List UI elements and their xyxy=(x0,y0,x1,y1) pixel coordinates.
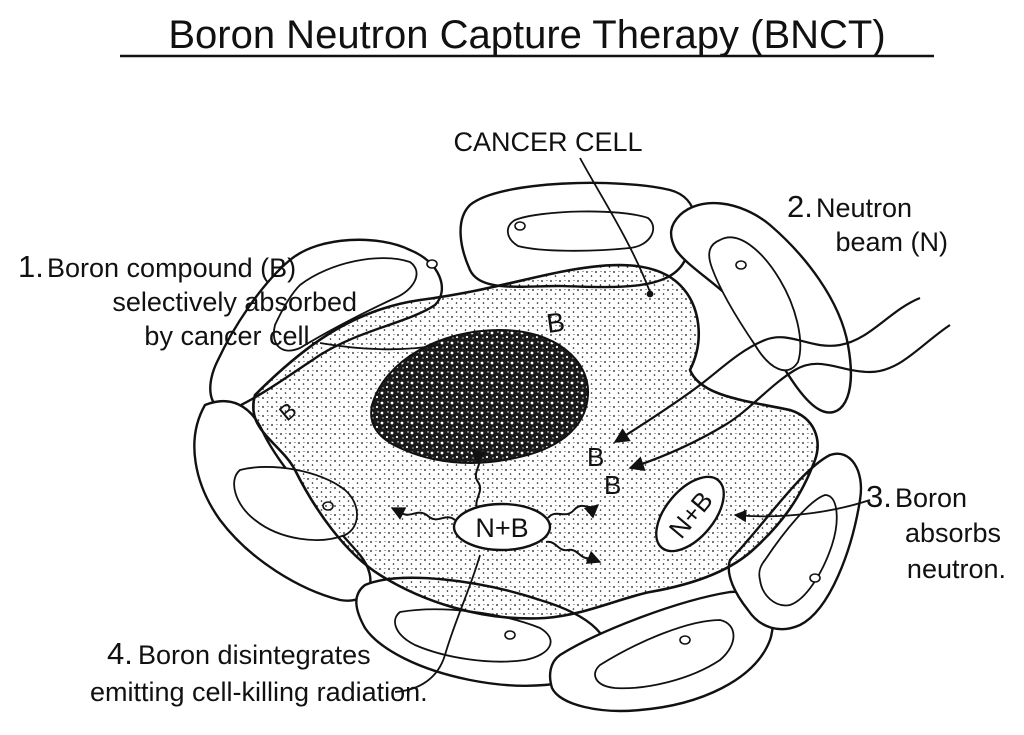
normal-cell-bottom-nucleus xyxy=(504,630,516,640)
leader-cancer-cell xyxy=(579,157,651,293)
normal-cell-upper-right-nucleus xyxy=(735,260,747,270)
step3-label: 3. Boron absorbs neutron. xyxy=(866,479,1006,584)
step3-line1: Boron xyxy=(895,483,967,513)
cancer-cell-nucleus xyxy=(370,328,590,464)
step1-line3: by cancer cell. xyxy=(144,321,317,351)
step1-number: 1. xyxy=(18,249,44,284)
radiation-up xyxy=(470,449,487,511)
step1-label: 1. Boron compound (B) selectively absorb… xyxy=(18,249,357,351)
step2-line1: Neutron xyxy=(816,193,912,223)
normal-cell-top-left-nucleus xyxy=(426,259,438,269)
radiation-left xyxy=(390,507,456,521)
step3-line2: absorbs xyxy=(905,518,1001,548)
step4-label: 4. Boron disintegrates emitting cell-kil… xyxy=(90,636,428,707)
capture-event-left: N+B xyxy=(452,502,552,552)
normal-cell-bottom-right-inner xyxy=(594,619,735,690)
step4-number: 4. xyxy=(107,636,133,671)
step4-line2: emitting cell-killing radiation. xyxy=(90,677,428,707)
normal-cell-top-nucleus xyxy=(514,221,526,231)
radiation-right xyxy=(547,504,600,519)
normal-cell-top-inner xyxy=(506,210,654,252)
radiation-down-right xyxy=(545,540,602,564)
boron-marker-3: B xyxy=(587,442,604,472)
leader-step4 xyxy=(394,554,481,693)
cancer-cell-label: CANCER CELL xyxy=(453,127,642,157)
neutron-beam xyxy=(613,296,951,472)
boron-marker-4: B xyxy=(604,470,621,500)
radiation-arrows xyxy=(390,449,602,564)
leader-step3 xyxy=(733,499,871,523)
leader-step1 xyxy=(319,342,441,351)
step3-number: 3. xyxy=(866,479,892,514)
normal-cell-bottom-right-nucleus xyxy=(679,635,691,645)
step2-line2: beam (N) xyxy=(835,227,948,257)
step1-line1: Boron compound (B) xyxy=(47,253,296,283)
step2-label: 2. Neutron beam (N) xyxy=(787,189,948,257)
boron-marker-1: B xyxy=(545,307,567,339)
capture-label-left: N+B xyxy=(475,513,528,543)
neutron-beam-line-2 xyxy=(628,324,951,472)
step1-line2: selectively absorbed xyxy=(112,287,357,317)
neutron-beam-line-1 xyxy=(613,296,921,443)
diagram-title: Boron Neutron Capture Therapy (BNCT) xyxy=(168,13,885,57)
normal-cell-right-inner xyxy=(758,494,838,607)
step2-number: 2. xyxy=(787,189,813,224)
normal-cell-right-nucleus xyxy=(809,573,821,583)
step4-line1: Boron disintegrates xyxy=(138,640,371,670)
step3-line3: neutron. xyxy=(907,554,1006,584)
normal-cells xyxy=(193,181,863,713)
leader-lines xyxy=(319,157,871,693)
normal-cell-top-left-inner xyxy=(273,257,418,352)
